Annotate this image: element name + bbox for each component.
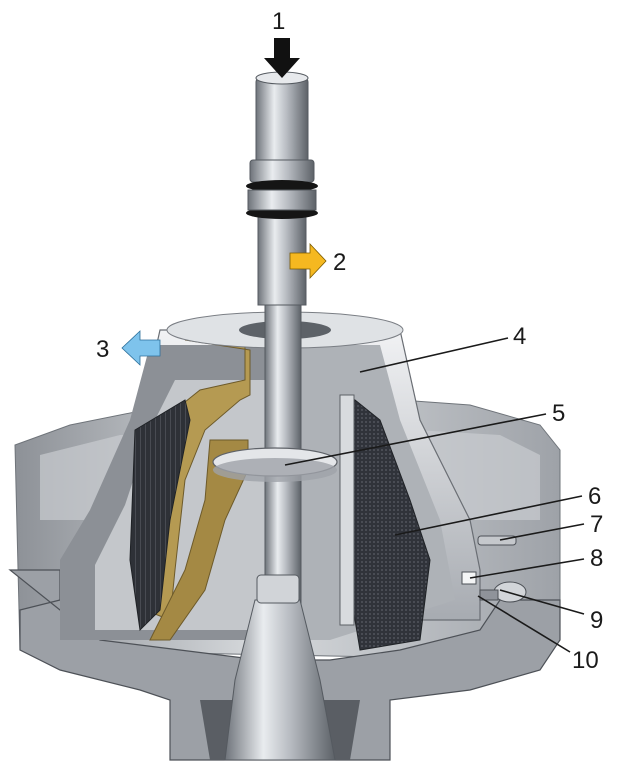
heavy-phase-outlet-arrow [121, 330, 161, 366]
leader-4 [359, 337, 509, 373]
leader-6 [394, 495, 583, 536]
label-4: 4 [513, 323, 526, 350]
label-10: 10 [572, 647, 599, 674]
leader-8 [469, 558, 585, 579]
label-9: 9 [590, 607, 603, 634]
distributor-hub-lower [213, 458, 337, 482]
leader-9 [499, 589, 585, 615]
light-phase-outlet-arrow [289, 242, 327, 280]
inlet-coupling [249, 159, 315, 183]
lower-cone [224, 599, 336, 761]
side-port-8 [461, 571, 477, 585]
side-port-10 [479, 589, 499, 601]
inlet-arrow [264, 38, 300, 78]
label-3: 3 [96, 336, 109, 363]
label-2: 2 [333, 249, 346, 276]
side-port-9 [493, 581, 527, 603]
label-8: 8 [590, 545, 603, 572]
disc-stack-left [129, 399, 191, 632]
right-inner-tube [339, 394, 355, 626]
leader-10 [477, 595, 571, 653]
leader-5 [284, 413, 547, 466]
label-7: 7 [590, 511, 603, 538]
leader-7 [499, 523, 585, 541]
label-5: 5 [552, 400, 565, 427]
lower-collar [256, 574, 300, 604]
inlet-pipe-mid [247, 189, 317, 211]
brass-distributor [139, 339, 251, 621]
label-1: 1 [272, 8, 285, 35]
label-6: 6 [588, 483, 601, 510]
o-ring-upper [246, 180, 318, 192]
